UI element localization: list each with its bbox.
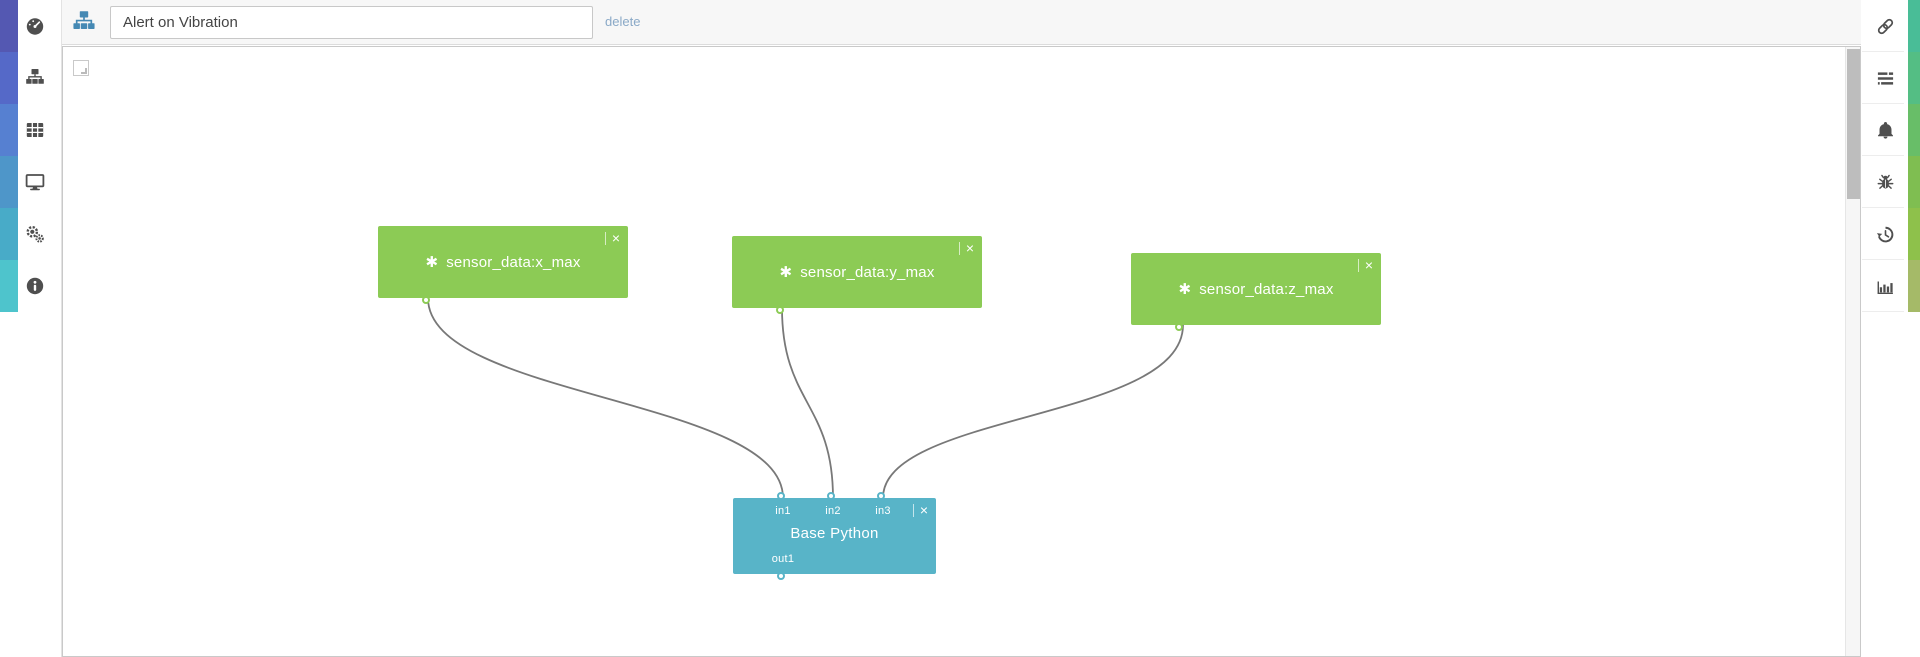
left-sidebar <box>0 0 62 657</box>
connector-z-max-to-in3[interactable] <box>882 324 1184 499</box>
sidebar-item-dashboard[interactable] <box>0 0 61 52</box>
node-base-python[interactable]: in1 in2 in3 × Base Python out1 <box>733 492 936 580</box>
sidebar-item-link[interactable] <box>1862 0 1920 52</box>
left-accent-strip <box>0 0 18 312</box>
workflow-name-input[interactable] <box>110 6 593 39</box>
output-port[interactable] <box>1175 323 1183 331</box>
node-title: sensor_data:x_max <box>446 253 581 271</box>
port-label-out1: out1 <box>771 553 795 565</box>
right-sidebar <box>1862 0 1920 657</box>
asterisk-icon <box>1178 280 1191 298</box>
bar-chart-icon <box>1877 280 1894 294</box>
sidebar-item-settings[interactable] <box>0 208 61 260</box>
gears-icon <box>26 225 44 243</box>
workflow-topbar: delete <box>62 0 1861 45</box>
node-sensor-data-z-max[interactable]: sensor_data:z_max × <box>1131 253 1381 331</box>
node-close-button[interactable]: × <box>604 230 620 246</box>
close-divider <box>958 241 960 255</box>
monitor-icon <box>25 174 44 191</box>
history-icon <box>1875 226 1893 242</box>
close-divider <box>912 503 914 517</box>
close-icon: × <box>1364 257 1373 273</box>
logs-icon <box>1877 71 1893 85</box>
bug-icon <box>1877 174 1893 189</box>
connector-x-max-to-in1[interactable] <box>427 297 784 499</box>
sidebar-item-stats[interactable] <box>1862 260 1920 312</box>
asterisk-icon <box>425 253 438 271</box>
node-title: sensor_data:y_max <box>800 263 935 281</box>
input-port-in2[interactable] <box>827 492 835 500</box>
node-title-row: sensor_data:y_max <box>779 263 934 281</box>
sidebar-item-workflows[interactable] <box>0 52 61 104</box>
table-icon <box>25 122 44 138</box>
sitemap-icon <box>25 68 44 85</box>
output-port[interactable] <box>776 306 784 314</box>
node-title: sensor_data:z_max <box>1199 280 1334 298</box>
node-sensor-data-y-max[interactable]: sensor_data:y_max × <box>732 236 982 314</box>
input-port-in1[interactable] <box>777 492 785 500</box>
node-sensor-data-x-max[interactable]: sensor_data:x_max × <box>378 226 628 304</box>
port-label-in1: in1 <box>775 505 791 517</box>
delete-workflow-link[interactable]: delete <box>605 14 641 29</box>
port-label-in3: in3 <box>875 505 891 517</box>
info-icon <box>26 277 43 295</box>
dashboard-icon <box>25 17 44 36</box>
asterisk-icon <box>779 263 792 281</box>
sidebar-item-info[interactable] <box>0 260 61 312</box>
sidebar-item-alerts[interactable] <box>1862 104 1920 156</box>
bell-icon <box>1877 121 1893 139</box>
node-title: Base Python <box>790 525 879 542</box>
input-port-in3[interactable] <box>877 492 885 500</box>
close-icon: × <box>965 240 974 256</box>
node-close-button[interactable]: × <box>1357 257 1373 273</box>
close-divider <box>604 231 606 245</box>
right-accent-strip <box>1908 0 1920 312</box>
connector-y-max-to-in2[interactable] <box>781 307 834 499</box>
workflow-sitemap-icon <box>72 10 96 30</box>
node-title-row: sensor_data:x_max <box>425 253 580 271</box>
node-title-row: sensor_data:z_max <box>1178 280 1333 298</box>
sidebar-item-debug[interactable] <box>1862 156 1920 208</box>
sidebar-item-history[interactable] <box>1862 208 1920 260</box>
sidebar-item-logs[interactable] <box>1862 52 1920 104</box>
close-divider <box>1357 258 1359 272</box>
connector-layer <box>427 297 1184 499</box>
sidebar-item-devices[interactable] <box>0 156 61 208</box>
output-port[interactable] <box>422 296 430 304</box>
scrollbar-thumb[interactable] <box>1847 49 1860 199</box>
node-close-button[interactable]: × <box>958 240 974 256</box>
workflow-canvas[interactable]: sensor_data:x_max × sensor_data:y_max × <box>62 46 1861 657</box>
canvas-vertical-scrollbar[interactable] <box>1845 47 1860 656</box>
canvas-select-checkbox[interactable] <box>73 60 89 76</box>
close-icon: × <box>919 502 928 518</box>
port-label-in2: in2 <box>825 505 841 517</box>
sidebar-item-data-table[interactable] <box>0 104 61 156</box>
close-icon: × <box>611 230 620 246</box>
output-port-out1[interactable] <box>777 572 785 580</box>
node-close-button[interactable]: × <box>912 502 928 518</box>
link-icon <box>1876 17 1894 35</box>
